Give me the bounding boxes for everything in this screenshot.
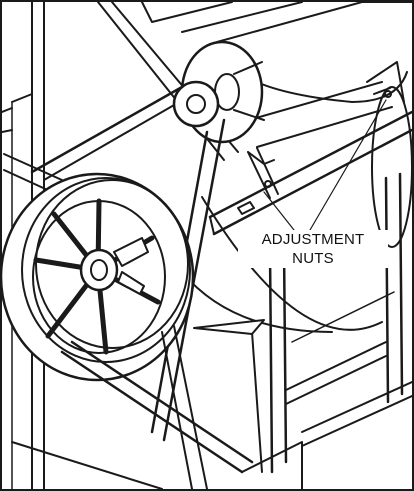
callout-leaders bbox=[263, 99, 387, 231]
support-base bbox=[11, 172, 412, 489]
adjustment-nuts-label: ADJUSTMENT NUTS bbox=[238, 230, 388, 268]
adjustment-nut-left bbox=[264, 180, 272, 188]
adjustment-nut-right bbox=[384, 90, 392, 98]
callout-line-2: NUTS bbox=[292, 250, 334, 267]
nut-clip bbox=[237, 201, 255, 215]
fan-sheave bbox=[2, 172, 195, 382]
adjustment-bracket bbox=[208, 61, 412, 236]
sheave-hub bbox=[113, 237, 149, 267]
drive-belt bbox=[30, 85, 226, 442]
idler-pulley bbox=[172, 80, 220, 128]
callout-line-1: ADJUSTMENT bbox=[261, 231, 365, 248]
